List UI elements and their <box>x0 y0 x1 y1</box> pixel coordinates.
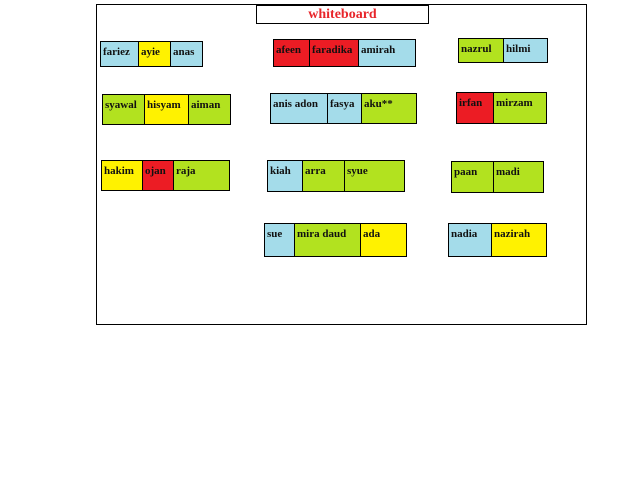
seat-group-5: anis adon fasya aku** <box>270 93 417 124</box>
seat-group-6: irfan mirzam <box>456 92 547 124</box>
seat: ada <box>360 223 407 257</box>
seat: raja <box>173 160 230 191</box>
seat-group-11: nadia nazirah <box>448 223 547 257</box>
seat-group-1: fariez ayie anas <box>100 41 203 67</box>
seat: madi <box>493 161 544 193</box>
seat: aiman <box>188 94 231 125</box>
seat: syue <box>344 160 405 192</box>
seat-group-7: hakim ojan raja <box>101 160 230 191</box>
seat: ojan <box>142 160 174 191</box>
seat: sue <box>264 223 295 257</box>
seat-group-10: sue mira daud ada <box>264 223 407 257</box>
seat: anis adon <box>270 93 328 124</box>
seat: hakim <box>101 160 143 191</box>
seat: aku** <box>361 93 417 124</box>
seat: faradika <box>309 39 359 67</box>
seat: hisyam <box>144 94 189 125</box>
seat: arra <box>302 160 345 192</box>
seat-group-8: kiah arra syue <box>267 160 405 192</box>
seat: nadia <box>448 223 492 257</box>
seat: syawal <box>102 94 145 125</box>
seat: paan <box>451 161 494 193</box>
seat: irfan <box>456 92 494 124</box>
whiteboard-label: whiteboard <box>256 5 429 24</box>
classroom-frame <box>96 4 587 325</box>
seat: amirah <box>358 39 416 67</box>
seat-group-3: nazrul hilmi <box>458 38 548 63</box>
seat: nazirah <box>491 223 547 257</box>
seat: fariez <box>100 41 139 67</box>
seat: anas <box>170 41 203 67</box>
seat-group-9: paan madi <box>451 161 544 193</box>
seat: hilmi <box>503 38 548 63</box>
seat: kiah <box>267 160 303 192</box>
seat: ayie <box>138 41 171 67</box>
seat-group-2: afeen faradika amirah <box>273 39 416 67</box>
seat: afeen <box>273 39 310 67</box>
seat: nazrul <box>458 38 504 63</box>
seat: mira daud <box>294 223 361 257</box>
seat: fasya <box>327 93 362 124</box>
seat: mirzam <box>493 92 547 124</box>
seat-group-4: syawal hisyam aiman <box>102 94 231 125</box>
